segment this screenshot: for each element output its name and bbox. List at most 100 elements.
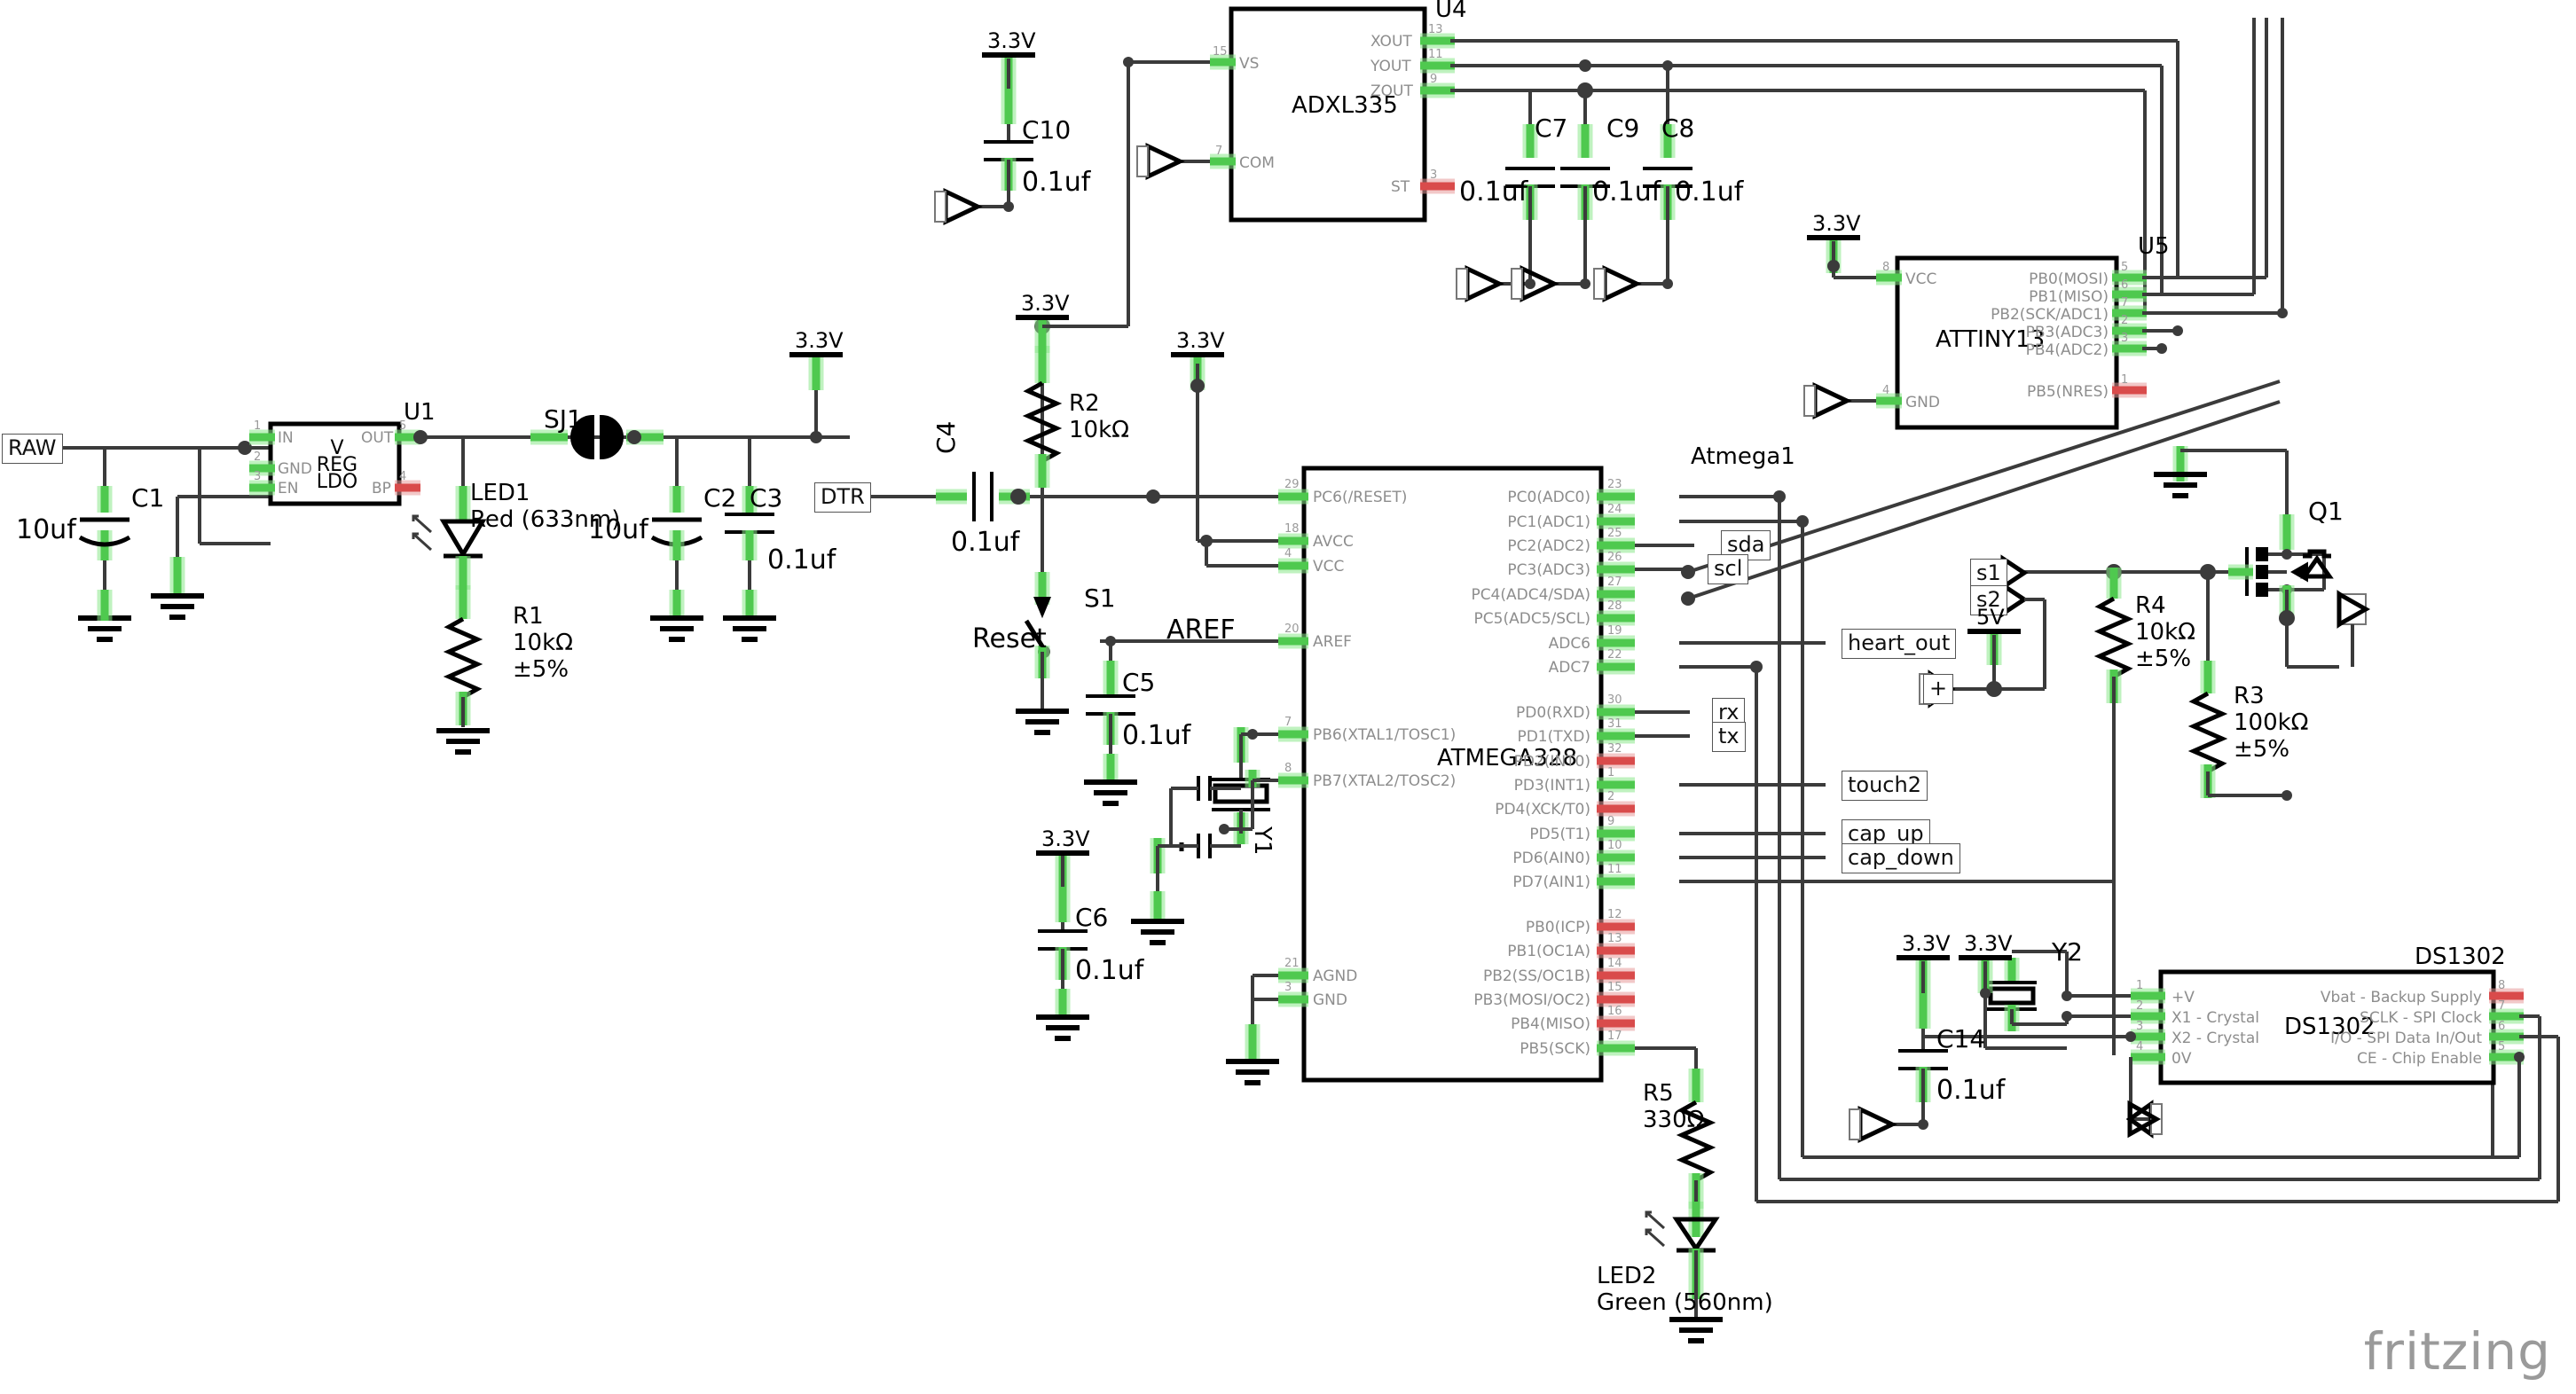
pinnum-u1-1: 1 [254, 419, 262, 433]
ref-u1: U1 [404, 399, 436, 426]
ref-r1: R1 10kΩ ±5% [513, 603, 574, 683]
pinnum-u5-7: 7 [2121, 296, 2129, 309]
net-label-cap-down-text: cap_down [1848, 845, 1954, 870]
pin-atmega-pb6-xtal1-tosc1-: PB6(XTAL1/TOSC1) [1313, 726, 1457, 744]
ref-atmega1: Atmega1 [1691, 443, 1795, 470]
atmega-gnd-net [1226, 974, 1304, 1083]
label-stubs [1635, 544, 1694, 738]
ref-c4: C4 [931, 420, 961, 454]
pinnum-atmega-9: 9 [1607, 815, 1615, 828]
pin-ds-plusv: +V [2172, 989, 2195, 1006]
value-c3: 0.1uf [767, 544, 836, 576]
pinnum-atmega-27: 27 [1607, 576, 1622, 589]
ref-c5: C5 [1122, 668, 1156, 697]
pinnum-u1-5: 5 [399, 419, 407, 433]
pinnum-atmega-30: 30 [1607, 693, 1622, 707]
net-label-scl[interactable]: scl [1708, 554, 1749, 584]
pin-u1-gnd: GND [278, 460, 312, 478]
r1-symbol [436, 585, 490, 752]
c5-symbol [1084, 636, 1137, 803]
pin-u1-out: OUT [361, 429, 394, 447]
net-label-heart-out[interactable]: heart_out [1842, 629, 1957, 659]
q1-mosfet [2154, 446, 2371, 669]
rail-label-33v-attiny: 3.3V [1812, 211, 1861, 236]
pinnum-u1-3: 3 [254, 470, 262, 483]
pinnum-u1-2: 2 [254, 450, 262, 464]
ic-ds1302-body [2158, 969, 2496, 1085]
pinnum-atmega-21: 21 [1284, 957, 1300, 970]
pin-u4-xout: XOUT [1370, 33, 1412, 51]
net-label-tx[interactable]: tx [1712, 722, 1746, 752]
pin-atmega-avcc: AVCC [1313, 533, 1354, 551]
fritzing-watermark: fritzing [2363, 1321, 2551, 1382]
pinnum-atmega-14: 14 [1607, 957, 1622, 970]
pinnum-u5-3: 3 [2121, 332, 2129, 345]
net-label-rx-text: rx [1718, 700, 1740, 724]
value-c4: 0.1uf [951, 527, 1020, 558]
rail-label-33v-r2: 3.3V [1021, 291, 1070, 316]
ref-c14: C14 [1936, 1024, 1986, 1053]
value-c6: 0.1uf [1075, 955, 1144, 986]
pinnum-atmega-12: 12 [1607, 908, 1622, 921]
rail-33v-sj1 [789, 355, 843, 443]
pinnum-atmega-23: 23 [1607, 478, 1622, 491]
pin-atmega-pb2-ss-oc1b-: PB2(SS/OC1B) [1482, 967, 1590, 985]
pinnum-atmega-24: 24 [1607, 503, 1622, 516]
r2-symbol [1016, 57, 1231, 497]
ic-name-atmega328: ATMEGA328 [1437, 745, 1578, 771]
pin-u4-vs: VS [1239, 55, 1260, 73]
dtr-c4-net [860, 472, 1304, 521]
net-label-dtr[interactable]: DTR [814, 482, 871, 513]
pinnum-ds-7: 7 [2498, 999, 2506, 1013]
net-label-plus[interactable]: + [1923, 674, 1954, 704]
ref-sj1: SJ1 [544, 404, 583, 434]
net-label-s2[interactable]: s2 [1970, 585, 2007, 615]
ref-s1: S1 [1084, 583, 1116, 613]
pinnum-atmega-2: 2 [1607, 790, 1615, 803]
pinnum-u5-2: 2 [2121, 314, 2129, 327]
pin-atmega-pc1-adc1-: PC1(ADC1) [1507, 513, 1590, 531]
net-label-raw[interactable]: RAW [2, 434, 63, 464]
label-reset: Reset [972, 623, 1047, 654]
pinnum-atmega-16: 16 [1607, 1005, 1622, 1018]
net-label-touch2[interactable]: touch2 [1842, 771, 1928, 801]
c8-symbol [1593, 60, 1692, 302]
pin-atmega-pc5-adc5-scl-: PC5(ADC5/SCL) [1473, 610, 1590, 628]
rail-label-5v: 5V [1976, 605, 2005, 630]
pinnum-u5-4: 4 [1882, 384, 1890, 397]
net-label-s1[interactable]: s1 [1970, 559, 2007, 589]
pin-u5-vcc: VCC [1905, 270, 1937, 288]
net-label-tx-text: tx [1718, 724, 1740, 748]
cap-c1-symbol [78, 486, 131, 639]
ref-c10: C10 [1022, 115, 1072, 145]
pinnum-u4-7: 7 [1215, 145, 1223, 158]
value-c10: 0.1uf [1022, 167, 1091, 198]
pin-u5-gnd: GND [1905, 394, 1940, 411]
net-label-cap-down[interactable]: cap_down [1842, 843, 1960, 873]
pinnum-u1-4: 4 [399, 470, 407, 483]
pin-atmega-pd5-t1-: PD5(T1) [1529, 826, 1590, 843]
ref-ds1302: DS1302 [2415, 944, 2506, 970]
ic-atmega328-body [1301, 466, 1604, 1083]
pin-atmega-pc2-adc2-: PC2(ADC2) [1507, 537, 1590, 555]
pinnum-atmega-17: 17 [1607, 1030, 1622, 1043]
s1-reset-switch [1016, 497, 1069, 732]
ref-y2: Y2 [2052, 937, 2083, 967]
pinnum-ds-5: 5 [2498, 1040, 2506, 1053]
ref-u4: U4 [1435, 0, 1467, 23]
pin-atmega-pd3-int1-: PD3(INT1) [1513, 777, 1590, 795]
pin-u5-pb0: PB0(MOSI) [2029, 270, 2109, 288]
c6-symbol [1036, 851, 1089, 1038]
pinnum-atmega-28: 28 [1607, 599, 1622, 613]
pin-atmega-pc4-adc4-sda-: PC4(ADC4/SDA) [1471, 586, 1590, 604]
pin-atmega-pd6-ain0-: PD6(AIN0) [1512, 850, 1590, 867]
pin-u5-pb5: PB5(NRES) [2026, 383, 2109, 401]
pinnum-atmega-25: 25 [1607, 527, 1622, 540]
ic-name-adxl335: ADXL335 [1292, 92, 1398, 119]
pinnum-ds-6: 6 [2498, 1020, 2506, 1033]
pinnum-atmega-31: 31 [1607, 717, 1622, 731]
adxl-com-gnd [1136, 143, 1210, 180]
ic-name-attiny13: ATTINY13 [1936, 326, 2046, 353]
pinnum-atmega-3: 3 [1284, 981, 1292, 994]
